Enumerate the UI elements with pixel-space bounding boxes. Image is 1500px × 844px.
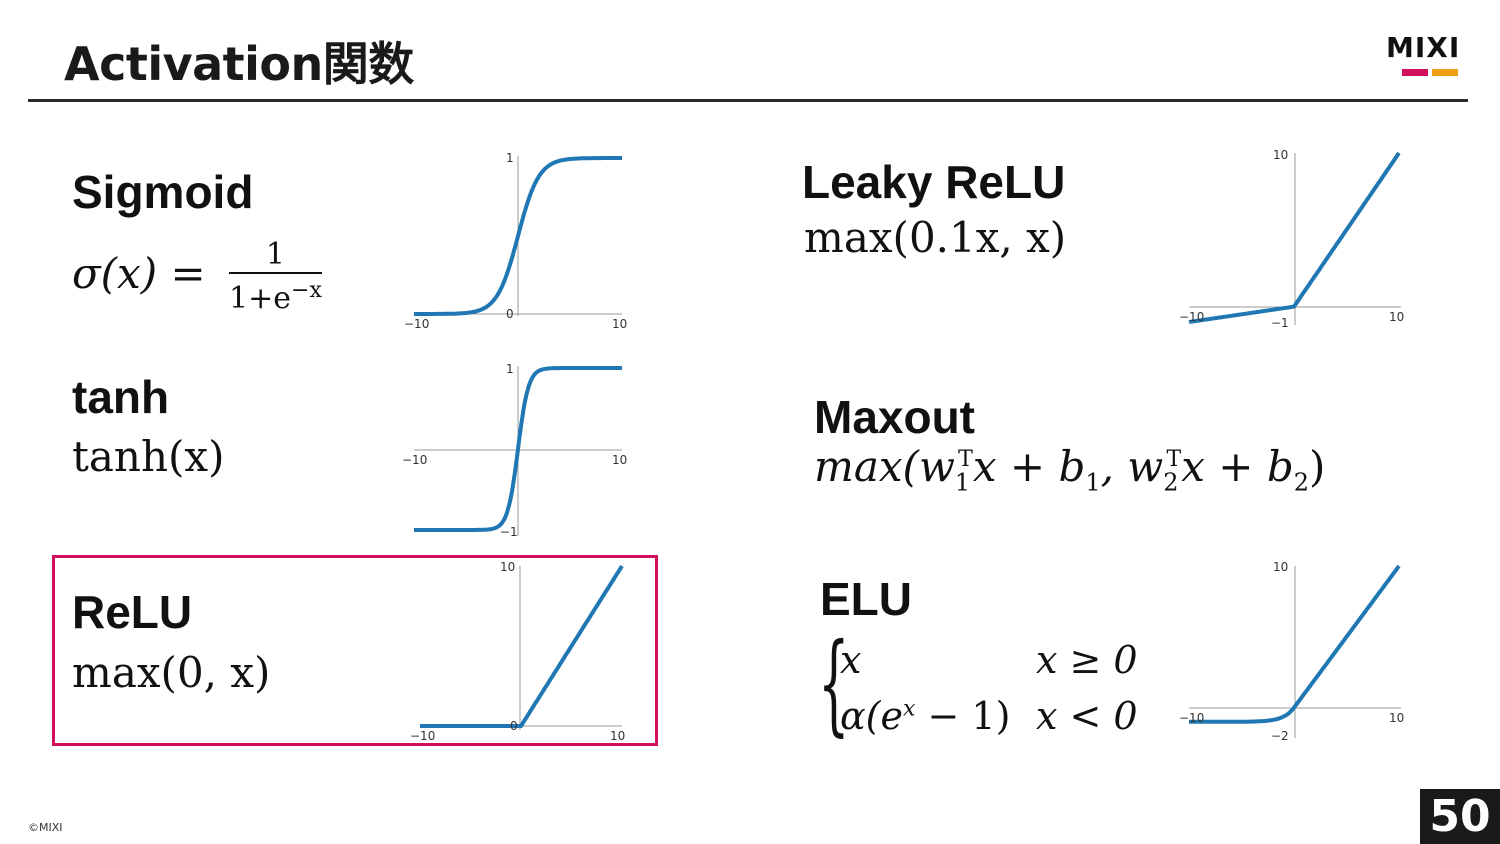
elu-curve bbox=[1189, 564, 1401, 724]
page-number: 50 bbox=[1420, 789, 1500, 844]
maxout-name: Maxout bbox=[814, 391, 975, 443]
sigmoid-fraction: 1 1+e−x bbox=[229, 238, 322, 316]
elu-tick-y-bottom: −2 bbox=[1271, 729, 1289, 743]
leaky-relu-tick-y-top: 10 bbox=[1273, 148, 1288, 162]
sigmoid-tick-x-min: −10 bbox=[404, 317, 429, 331]
maxout-formula: max(w1Tx + b1, w2Tx + b2) bbox=[814, 442, 1326, 497]
elu-case-2-value: α(ex − 1) bbox=[840, 694, 1011, 738]
leaky-relu-name: Leaky ReLU bbox=[802, 156, 1066, 208]
elu-name: ELU bbox=[820, 573, 912, 625]
logo-bar-pink bbox=[1402, 69, 1428, 76]
leaky-relu-curve bbox=[1188, 151, 1401, 324]
elu-plot: 10 −2 −10 10 bbox=[1179, 560, 1404, 743]
relu-tick-x-max: 10 bbox=[610, 729, 625, 743]
sigmoid-name: Sigmoid bbox=[72, 166, 254, 218]
relu-highlight-box bbox=[52, 555, 658, 746]
relu-name: ReLU bbox=[72, 586, 193, 638]
tanh-tick-y-bottom: −1 bbox=[500, 525, 518, 539]
logo-bar-orange bbox=[1432, 69, 1458, 76]
sigmoid-tick-y-origin: 0 bbox=[506, 307, 514, 321]
tanh-tick-x-max: 10 bbox=[612, 453, 627, 467]
leaky-relu-tick-x-min: −10 bbox=[1179, 310, 1204, 324]
leaky-relu-formula: max(0.1x, x) bbox=[804, 213, 1067, 262]
sigmoid-denominator: 1+e−x bbox=[229, 278, 322, 316]
elu-tick-x-max: 10 bbox=[1389, 711, 1404, 725]
title-divider bbox=[28, 99, 1468, 102]
elu-case-2-condition: x < 0 bbox=[1036, 694, 1138, 738]
elu-tick-y-top: 10 bbox=[1273, 560, 1288, 574]
sigmoid-numerator: 1 bbox=[229, 238, 322, 274]
tanh-formula: tanh(x) bbox=[72, 432, 225, 481]
elu-case-1-value: x bbox=[840, 638, 862, 682]
tanh-tick-x-min: −10 bbox=[402, 453, 427, 467]
relu-tick-x-min: −10 bbox=[410, 729, 435, 743]
sigmoid-plot: 1 0 −10 10 bbox=[404, 151, 627, 331]
elu-case-1-condition: x ≥ 0 bbox=[1036, 638, 1138, 682]
tanh-name: tanh bbox=[72, 371, 170, 423]
copyright: ©MIXI bbox=[28, 821, 63, 834]
sigmoid-tick-y-top: 1 bbox=[506, 151, 514, 165]
leaky-relu-tick-x-max: 10 bbox=[1389, 310, 1404, 324]
leaky-relu-plot: 10 −1 −10 10 bbox=[1179, 148, 1404, 330]
sigmoid-curve bbox=[414, 156, 622, 316]
mixi-logo: MIXI bbox=[1386, 34, 1470, 78]
slide-title: Activation関数 bbox=[64, 37, 414, 91]
relu-tick-y-top: 10 bbox=[500, 560, 515, 574]
sigmoid-lhs: σ(x) = bbox=[72, 249, 206, 298]
sigmoid-formula: σ(x) = 1 1+e−x bbox=[72, 238, 322, 316]
tanh-tick-y-top: 1 bbox=[506, 362, 514, 376]
relu-tick-y-origin: 0 bbox=[510, 719, 518, 733]
leaky-relu-tick-y-bottom: −1 bbox=[1271, 316, 1289, 330]
logo-text: MIXI bbox=[1386, 31, 1461, 64]
relu-formula: max(0, x) bbox=[72, 648, 271, 697]
elu-tick-x-min: −10 bbox=[1179, 711, 1204, 725]
tanh-curve bbox=[414, 366, 622, 532]
tanh-plot: 1 −1 −10 10 bbox=[402, 362, 627, 539]
relu-plot: 10 0 −10 10 bbox=[410, 560, 625, 743]
relu-curve bbox=[420, 564, 624, 728]
sigmoid-tick-x-max: 10 bbox=[612, 317, 627, 331]
